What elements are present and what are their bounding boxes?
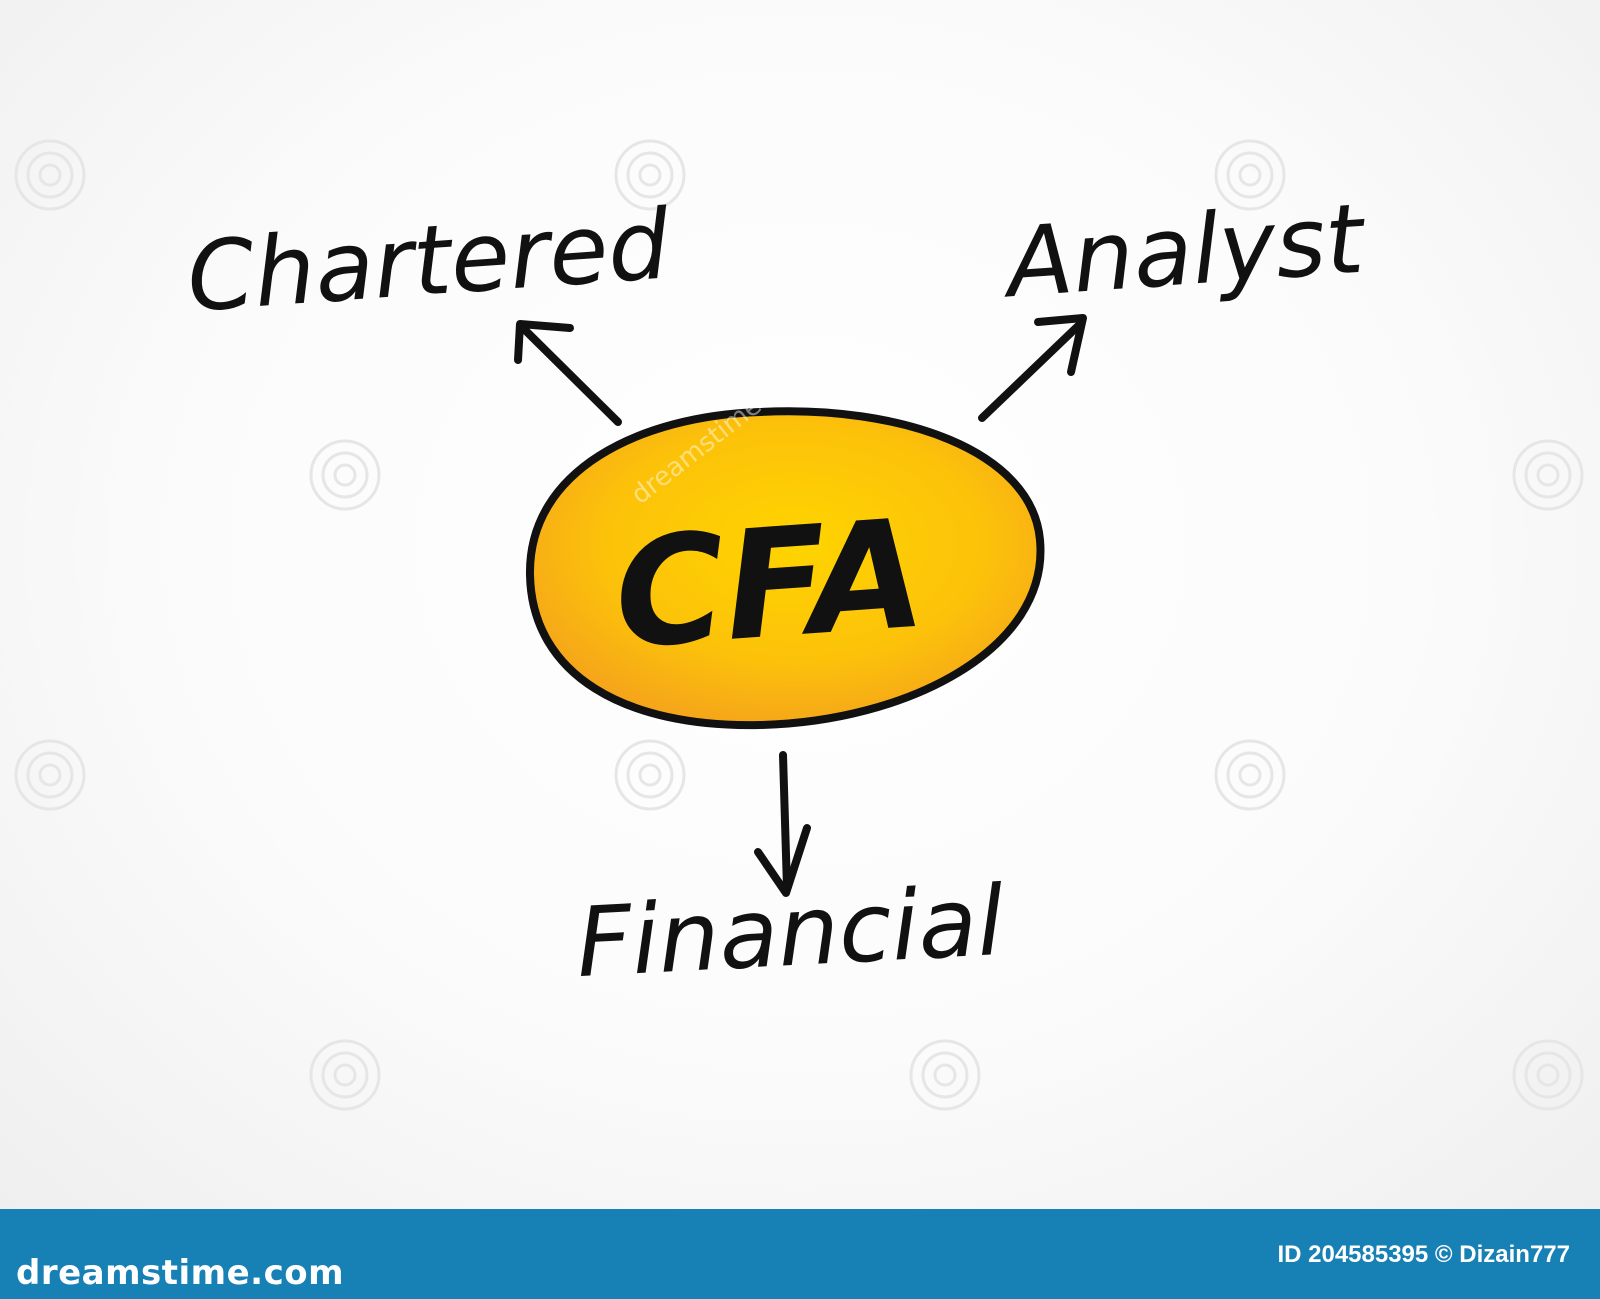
arrow-to-analyst bbox=[978, 314, 1087, 422]
cfa-label: CFA bbox=[609, 487, 930, 682]
brand-logo-text[interactable]: dreamstime.com bbox=[16, 1253, 345, 1293]
diagram-svg: CFA Chartered Analyst Financial dreamsti… bbox=[14, 139, 1584, 1111]
arrow-to-financial bbox=[754, 751, 811, 897]
footer-bar: dreamstime.com ID 204585395 © Dizain777 bbox=[0, 1209, 1600, 1299]
image-credit: ID 204585395 © Dizain777 bbox=[1277, 1241, 1570, 1268]
cfa-ellipse bbox=[525, 407, 1045, 730]
diagram-canvas: CFA Chartered Analyst Financial dreamsti… bbox=[0, 0, 1600, 1209]
arrow-to-chartered bbox=[514, 320, 622, 426]
term-financial: Financial bbox=[574, 865, 1007, 999]
term-analyst: Analyst bbox=[997, 182, 1370, 319]
arrows bbox=[514, 314, 1087, 897]
watermark-pattern bbox=[14, 139, 1584, 1111]
term-chartered: Chartered bbox=[184, 188, 674, 333]
